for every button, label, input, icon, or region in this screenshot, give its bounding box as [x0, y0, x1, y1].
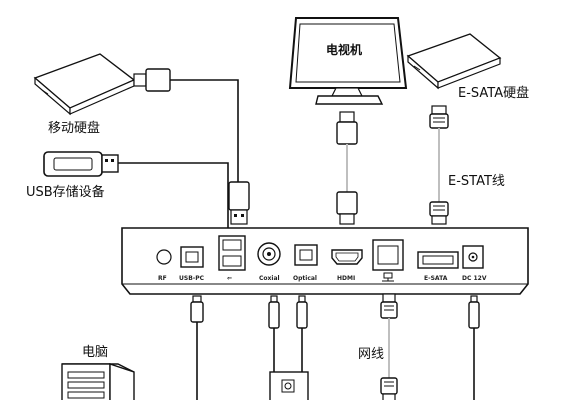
usb-host-port-label: ⇐ — [227, 275, 232, 282]
coaxial-cable — [268, 295, 280, 372]
dc-power-port — [462, 245, 484, 269]
usb-storage-label: USB存储设备 — [26, 184, 105, 200]
network-cable-label: 网线 — [358, 347, 384, 362]
optical-cable — [296, 295, 308, 372]
coaxial-port-label: Coxial — [259, 275, 280, 282]
rf-port-label: RF — [158, 275, 167, 282]
mobile-hdd-label: 移动硬盘 — [48, 120, 100, 136]
esata-port — [417, 251, 459, 269]
esata-hdd-label: E-SATA硬盘 — [458, 85, 529, 101]
tv-icon — [288, 17, 408, 105]
usb-host-plug — [228, 181, 250, 225]
esata-cable — [429, 105, 449, 225]
hdmi-cable — [336, 111, 358, 225]
tv-label: 电视机 — [326, 42, 362, 57]
audio-receiver-icon — [269, 371, 309, 400]
usb-host-port — [218, 235, 246, 271]
esata-hdd-icon — [406, 33, 502, 90]
esata-cable-label: E-STAT线 — [448, 174, 505, 189]
hdd-usb-plug — [133, 68, 171, 92]
dc-power-cable — [468, 295, 480, 400]
usb-pc-cable — [190, 295, 204, 400]
hdmi-port-label: HDMI — [337, 275, 355, 282]
usb-pc-port-label: USB-PC — [179, 275, 205, 282]
coaxial-port — [257, 242, 281, 266]
computer-tower-icon — [61, 363, 135, 400]
optical-port-label: Optical — [293, 275, 317, 282]
usb-storage-icon — [43, 151, 119, 177]
computer-label: 电脑 — [82, 345, 108, 360]
dc-port-label: DC 12V — [462, 275, 487, 282]
network-cable — [380, 293, 398, 400]
optical-port — [294, 244, 318, 266]
lan-port — [372, 239, 404, 271]
esata-port-label: E-SATA — [424, 275, 448, 282]
rf-port — [156, 249, 172, 265]
network-icon — [382, 272, 394, 282]
hdmi-port — [331, 249, 363, 265]
usb-pc-port — [180, 246, 204, 268]
mobile-hdd-icon — [33, 53, 136, 116]
